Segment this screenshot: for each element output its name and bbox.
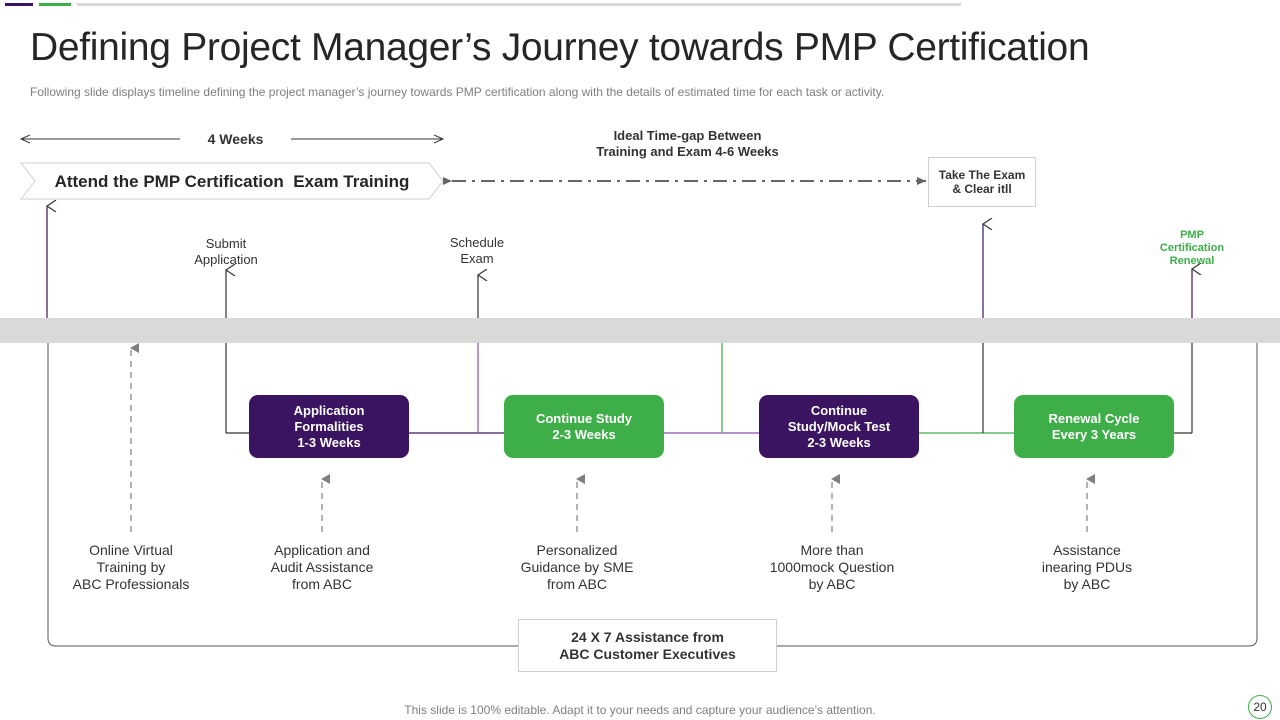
stage-continue-study: Continue Study 2-3 Weeks	[504, 395, 664, 458]
stage-label: Renewal Cycle Every 3 Years	[1048, 410, 1140, 442]
page-title: Defining Project Manager’s Journey towar…	[30, 26, 1090, 69]
support-text: Personalized Guidance by SME from ABC	[520, 542, 634, 592]
support-text: More than 1000mock Question by ABC	[769, 542, 895, 592]
renewal-label: PMP Certification Renewal	[1159, 229, 1225, 267]
duration-label: 4 Weeks	[207, 131, 264, 147]
submit-application-label: Submit Application	[194, 236, 258, 267]
outer-frame	[47, 343, 1258, 647]
top-accent-gray	[77, 3, 961, 6]
stage-renewal-cycle: Renewal Cycle Every 3 Years	[1014, 395, 1174, 458]
support-text: Online Virtual Training by ABC Professio…	[72, 542, 190, 592]
timeline-band	[0, 318, 1280, 343]
assistance-box: 24 X 7 Assistance from ABC Customer Exec…	[518, 619, 777, 672]
training-banner-shape	[19, 162, 444, 200]
stage-application-formalities: Application Formalities 1-3 Weeks	[249, 395, 409, 458]
gap-label: Ideal Time-gap Between Training and Exam…	[596, 128, 779, 159]
schedule-exam-label: Schedule Exam	[449, 235, 505, 266]
exam-box-label: Take The Exam & Clear itll	[938, 168, 1026, 196]
stage-label: Continue Study/Mock Test 2-3 Weeks	[787, 402, 891, 450]
top-accent-purple	[5, 3, 33, 6]
exam-box: Take The Exam & Clear itll	[928, 157, 1036, 207]
top-accent-green	[39, 3, 71, 6]
training-banner-label: Attend the PMP Certification Exam Traini…	[54, 172, 410, 191]
assistance-box-label: 24 X 7 Assistance from ABC Customer Exec…	[559, 628, 736, 662]
support-text: Assistance inearing PDUs by ABC	[1041, 542, 1133, 592]
footer-note: This slide is 100% editable. Adapt it to…	[404, 703, 876, 717]
stage-label: Continue Study 2-3 Weeks	[535, 410, 633, 442]
stage-label: Application Formalities 1-3 Weeks	[293, 402, 365, 450]
stage-mock-test: Continue Study/Mock Test 2-3 Weeks	[759, 395, 919, 458]
support-text: Application and Audit Assistance from AB…	[270, 542, 374, 592]
page-subtitle: Following slide displays timeline defini…	[30, 85, 885, 99]
page-number: 20	[1248, 695, 1272, 719]
